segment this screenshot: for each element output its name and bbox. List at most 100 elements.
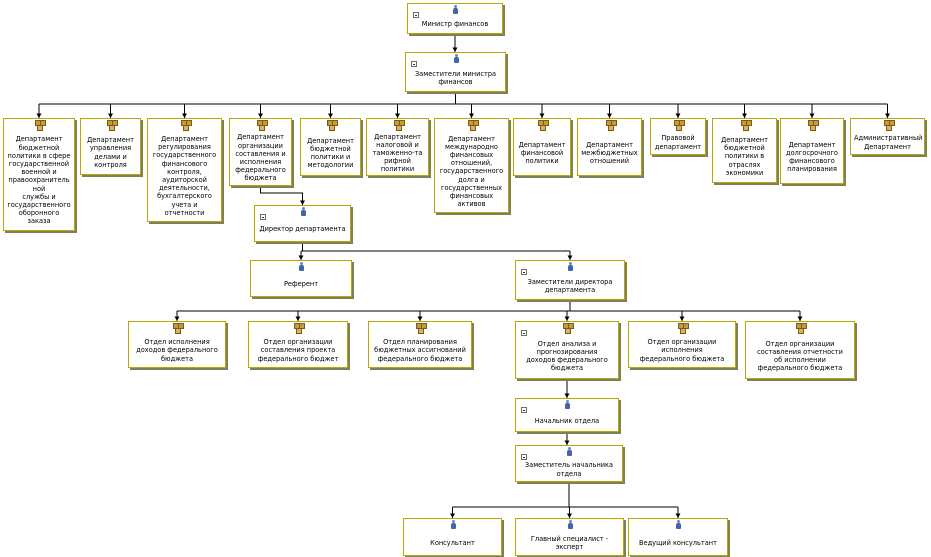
department-icon	[563, 323, 574, 334]
org-node-label: Консультант	[430, 538, 475, 547]
org-node-label: Департамент управления делами и контроля	[87, 136, 134, 169]
org-node-label: Департамент регулирования государственно…	[152, 135, 217, 217]
person-icon	[452, 54, 462, 64]
department-icon	[326, 120, 338, 131]
org-node-o1[interactable]: Отдел исполнения доходов федерального бю…	[128, 321, 226, 368]
org-node-d8[interactable]: Департамент финансовой политики	[513, 118, 571, 176]
org-node-label: Отдел исполнения доходов федерального бю…	[136, 338, 218, 363]
person-icon	[674, 520, 684, 530]
department-icon	[106, 120, 118, 131]
org-node-d3[interactable]: Департамент регулирования государственно…	[147, 118, 222, 222]
connector-arrow	[675, 513, 681, 518]
person-icon	[563, 400, 573, 410]
connector-arrow	[675, 113, 681, 118]
org-node-d10[interactable]: Правовой департамент	[650, 118, 706, 155]
org-node-label: Департамент финансовой политики	[518, 140, 566, 166]
connector-arrow	[539, 113, 545, 118]
connector-arrow	[567, 513, 572, 518]
connector-arrow	[328, 113, 333, 118]
org-node-d5[interactable]: Департамент бюджетной политики и методол…	[300, 118, 361, 176]
org-node-label: Отдел организации составления отчетности…	[757, 339, 843, 373]
org-node-label: Административный Департамент	[854, 134, 923, 151]
department-icon	[393, 120, 405, 131]
department-icon	[294, 323, 305, 334]
org-node-o6[interactable]: Отдел организации составления отчетности…	[745, 321, 855, 379]
person-icon	[566, 520, 576, 530]
department-icon	[605, 120, 617, 131]
department-icon	[467, 120, 479, 131]
collapse-toggle-icon[interactable]	[411, 61, 417, 67]
department-icon	[35, 120, 46, 131]
org-node-deputies[interactable]: Заместители министра финансов	[405, 52, 506, 92]
org-node-label: Отдел организации исполнения федеральног…	[639, 338, 725, 363]
department-icon	[678, 323, 689, 334]
org-node-d12[interactable]: Департамент долгосрочного финансового пл…	[780, 118, 844, 184]
collapse-toggle-icon[interactable]	[521, 269, 527, 275]
person-icon	[451, 5, 461, 15]
person-icon	[565, 447, 575, 457]
collapse-toggle-icon[interactable]	[260, 214, 266, 220]
collapse-toggle-icon[interactable]	[521, 454, 527, 460]
department-icon	[740, 120, 752, 131]
connector-arrow	[885, 113, 890, 118]
org-node-s3[interactable]: Ведущий консультант	[628, 518, 728, 556]
connector-arrow	[182, 113, 187, 118]
org-node-label: Департамент бюджетной политики в сфере г…	[7, 135, 71, 226]
org-node-label: Ведущий консультант	[639, 538, 717, 547]
department-icon	[538, 120, 549, 131]
org-node-label: Заместители министра финансов	[414, 69, 497, 86]
org-node-label: Главный специалист - эксперт	[530, 534, 609, 551]
org-node-label: Директор департамента	[259, 225, 346, 234]
org-node-dep_director[interactable]: Заместители директора департамента	[515, 260, 625, 300]
org-node-label: Министр финансов	[421, 20, 489, 29]
department-icon	[256, 120, 268, 131]
org-node-label: Правовой департамент	[654, 134, 702, 151]
org-node-d6[interactable]: Департамент налоговой и таможенно-та риф…	[366, 118, 429, 176]
connector-line	[260, 186, 303, 205]
org-node-o3[interactable]: Отдел планирования бюджетных ассигновани…	[368, 321, 472, 368]
org-node-d13[interactable]: Административный Департамент	[850, 118, 925, 155]
org-node-o4[interactable]: Отдел анализа и прогнозирования доходов …	[515, 321, 619, 379]
org-node-d4[interactable]: Департамент организации составления и ис…	[229, 118, 292, 186]
org-node-head[interactable]: Начальник отдела	[515, 398, 619, 432]
department-icon	[173, 323, 184, 334]
connector-arrow	[300, 200, 305, 205]
org-node-dep_head[interactable]: Заместитель начальника отдела	[515, 445, 623, 482]
org-node-referent[interactable]: Референт	[250, 260, 352, 297]
org-node-label: Референт	[283, 280, 319, 289]
connector-arrow	[679, 316, 685, 321]
org-node-label: Департамент налоговой и таможенно-та риф…	[372, 132, 423, 174]
department-icon	[674, 120, 685, 131]
org-node-s2[interactable]: Главный специалист - эксперт	[515, 518, 624, 556]
person-icon	[449, 520, 459, 530]
connector-arrow	[567, 255, 573, 260]
connector-arrow	[395, 113, 400, 118]
connector-arrow	[108, 113, 113, 118]
connector-arrow	[564, 316, 570, 321]
org-node-label: Департамент организации составления и ис…	[235, 133, 286, 183]
org-node-label: Департамент бюджетной политики в отрасля…	[721, 136, 768, 177]
org-node-d1[interactable]: Департамент бюджетной политики в сфере г…	[3, 118, 75, 231]
org-node-d2[interactable]: Департамент управления делами и контроля	[80, 118, 141, 175]
person-icon	[566, 262, 576, 272]
collapse-toggle-icon[interactable]	[521, 330, 527, 336]
org-node-s1[interactable]: Консультант	[403, 518, 502, 556]
connector-arrow	[564, 440, 570, 445]
org-node-d7[interactable]: Департамент международно финансовых отно…	[434, 118, 509, 213]
org-node-d9[interactable]: Департамент межбюджетных отношений	[577, 118, 642, 176]
collapse-toggle-icon[interactable]	[521, 407, 527, 413]
org-node-minister[interactable]: Министр финансов	[407, 3, 503, 34]
org-node-director[interactable]: Директор департамента	[254, 205, 351, 242]
org-node-o2[interactable]: Отдел организации составления проекта фе…	[248, 321, 348, 368]
org-node-d11[interactable]: Департамент бюджетной политики в отрасля…	[712, 118, 777, 183]
org-node-label: Заместители директора департамента	[527, 277, 613, 294]
collapse-toggle-icon[interactable]	[413, 12, 419, 18]
connector-arrow	[417, 316, 423, 321]
org-node-label: Заместитель начальника отдела	[524, 461, 614, 478]
connector-arrow	[450, 513, 455, 518]
connector-arrow	[742, 113, 747, 118]
person-icon	[299, 207, 309, 217]
org-node-label: Департамент межбюджетных отношений	[581, 140, 638, 166]
org-node-o5[interactable]: Отдел организации исполнения федеральног…	[628, 321, 736, 368]
